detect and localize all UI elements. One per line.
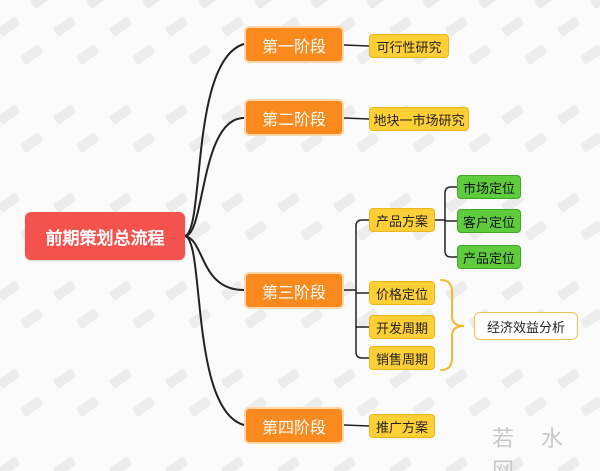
feasibility-study-node[interactable]: 可行性研究: [369, 34, 449, 58]
connector-plan-market: [444, 186, 458, 221]
root-node[interactable]: 前期策划总流程: [25, 212, 185, 260]
market-positioning-node[interactable]: 市场定位: [457, 175, 521, 199]
promotion-plan-node[interactable]: 推广方案: [369, 414, 435, 438]
land-market-study-node[interactable]: 地块一市场研究: [369, 107, 469, 131]
stage-2-node[interactable]: 第二阶段: [244, 99, 344, 136]
site-watermark-logo: 若 水 网: [492, 427, 573, 471]
connector-stage-3-product-plan: [355, 219, 370, 227]
sales-cycle-node[interactable]: 销售周期: [369, 346, 435, 370]
connector-root-stage-3: [184, 235, 245, 291]
development-cycle-node[interactable]: 开发周期: [369, 315, 435, 339]
connector-stage-3-sales-cycle: [355, 225, 370, 359]
stage-4-node[interactable]: 第四阶段: [244, 407, 344, 444]
connector-stage-2-leaf: [343, 117, 370, 120]
price-positioning-node[interactable]: 价格定位: [369, 281, 435, 305]
connector-plan-product: [444, 219, 458, 258]
connector-root-stage-4: [184, 235, 245, 426]
economic-benefit-analysis-node[interactable]: 经济效益分析: [474, 312, 578, 340]
connector-stage-1-leaf: [343, 44, 370, 47]
stage-3-node[interactable]: 第三阶段: [244, 272, 344, 309]
bracket-curly: [440, 279, 465, 371]
product-plan-node[interactable]: 产品方案: [369, 208, 435, 232]
customer-positioning-node[interactable]: 客户定位: [457, 209, 521, 233]
connector-root-stage-1: [184, 43, 245, 237]
connector-root-stage-2: [184, 117, 245, 237]
connector-stage-4-leaf: [343, 424, 370, 427]
stage-1-node[interactable]: 第一阶段: [244, 26, 344, 63]
product-positioning-node[interactable]: 产品定位: [457, 245, 521, 269]
